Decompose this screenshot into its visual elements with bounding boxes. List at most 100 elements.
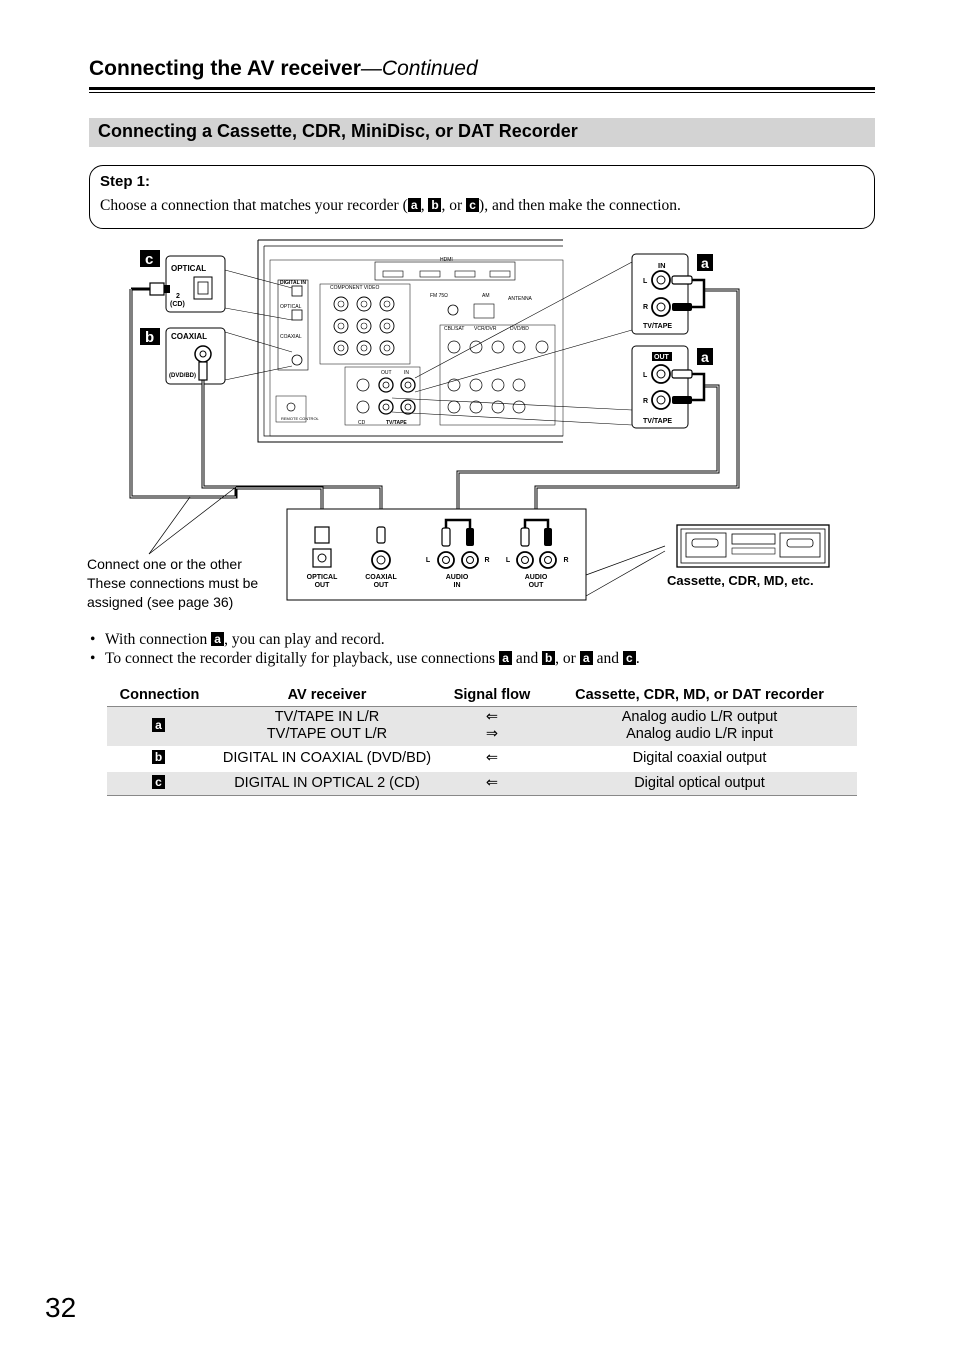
rx-component-label: COMPONENT VIDEO: [330, 285, 379, 291]
section-heading-bar: Connecting a Cassette, CDR, MiniDisc, or…: [89, 118, 875, 147]
table-row: b DIGITAL IN COAXIAL (DVD/BD) ⇐ Digital …: [107, 746, 857, 772]
header-continued-text: —Continued: [360, 57, 478, 80]
col-header-recorder: Cassette, CDR, MD, or DAT recorder: [542, 684, 857, 707]
receiver-back-panel: [257, 239, 564, 443]
row-a-receiver-1: TV/TAPE IN L/R: [274, 709, 380, 726]
row-b-receiver: DIGITAL IN COAXIAL (DVD/BD): [222, 750, 432, 766]
bullet-item-1: •With connection a, you can play and rec…: [90, 631, 385, 648]
row-c-flow: ⇐: [442, 771, 542, 796]
recorder-port-labels: OPTICAL OUT COAXIAL OUT AUDIO IN AUDIO O…: [307, 557, 569, 589]
key-a: a: [407, 198, 421, 212]
bullet2-pre: To connect the recorder digitally for pl…: [105, 650, 500, 667]
header-title-text: Connecting the AV receiver: [89, 57, 361, 80]
rx-vcrdvr-label: VCR/DVR: [474, 326, 497, 332]
rx-remote-label: REMOTE CONTROL: [281, 416, 320, 421]
tvtape-out-r: R: [643, 398, 648, 405]
recorder-audio-out-l: [516, 551, 534, 569]
optical-plug-icon: [149, 282, 165, 296]
coaxial-detail-sub: (DVD/BD): [169, 373, 196, 379]
callout-c-box: [140, 250, 160, 267]
recorder-optical-plug: [314, 526, 330, 544]
rx-hdmi-label: HDMI: [440, 257, 453, 263]
callout-c-letter: c: [145, 251, 153, 268]
step-text-2: ), and then make the connection.: [479, 197, 681, 214]
step-text-1: Choose a connection that matches your re…: [100, 197, 408, 214]
bullet2-end: .: [635, 650, 640, 667]
recorder-coaxial-label-2: OUT: [374, 582, 390, 589]
header-rule-thick: [89, 87, 875, 90]
tvtape-out-panel: [631, 345, 689, 429]
recorder-coaxial-label-1: COAXIAL: [365, 574, 397, 581]
key-c: c: [466, 198, 480, 212]
section-heading: Connecting a Cassette, CDR, MiniDisc, or…: [98, 121, 578, 141]
step-instruction: Choose a connection that matches your re…: [100, 197, 681, 215]
recorder-audio-in-label-2: IN: [454, 582, 461, 589]
bullet1-post: , you can play and record.: [224, 631, 385, 648]
rx-tvtape-label: TV/TAPE: [386, 420, 407, 426]
note-line-2: These connections must be: [87, 575, 259, 591]
rx-coaxial-label: COAXIAL: [280, 334, 302, 340]
connection-diagram: DIGITAL IN OPTICAL COAXIAL HDMI COMPONEN…: [129, 239, 830, 601]
col-header-connection: Connection: [107, 684, 212, 707]
callout-a-in-box: [697, 254, 713, 271]
optical-jack-icon: [193, 276, 213, 300]
key-b: b: [542, 651, 556, 665]
row-c-key-cell: c: [107, 771, 212, 796]
callout-a-out-letter: a: [701, 349, 709, 365]
row-a-flow: ⇐⇒: [442, 706, 542, 746]
tvtape-in-label: TV/TAPE: [643, 323, 672, 330]
rx-fm-label: FM 75Ω: [430, 293, 448, 299]
tvtape-out-l-jack: [651, 364, 671, 384]
recorder-optical-jack: [312, 548, 332, 568]
rx-cd-label: CD: [358, 420, 366, 426]
key-b: b: [152, 750, 165, 764]
rx-dvdbd-label: DVD/BD: [510, 326, 529, 332]
tvtape-out-title: OUT: [654, 354, 670, 361]
col-header-signal-flow: Signal flow: [442, 684, 542, 707]
table-header-row: Connection AV receiver Signal flow Casse…: [107, 684, 857, 707]
table-row: c DIGITAL IN OPTICAL 2 (CD) ⇐ Digital op…: [107, 771, 857, 796]
rx-cblsat-label: CBL/SAT: [444, 326, 464, 332]
cassette-deck-icon: [676, 524, 830, 568]
recorder-audio-in-l-label: L: [426, 557, 431, 564]
key-c: c: [152, 774, 165, 789]
detail-leader-lines: [224, 269, 293, 381]
key-a: a: [152, 717, 165, 732]
row-a-recorder-2: Analog audio L/R input: [626, 726, 773, 743]
callout-a-in-letter: a: [701, 255, 709, 271]
page-header-title: Connecting the AV receiver—Continued: [89, 57, 478, 81]
header-rule-thin: [89, 92, 875, 93]
rx-out-label: OUT: [381, 370, 392, 376]
row-b-flow: ⇐: [485, 750, 499, 766]
recorder-label: Cassette, CDR, MD, etc.: [667, 573, 814, 588]
tvtape-out-label: TV/TAPE: [643, 418, 672, 425]
col-header-av-receiver: AV receiver: [212, 684, 442, 707]
step-sep-1: ,: [420, 197, 429, 214]
key-a: a: [579, 651, 593, 665]
key-a: a: [499, 651, 513, 665]
rx-in-label: IN: [404, 370, 409, 376]
recorder-audio-in-r-label: R: [484, 557, 489, 564]
receiver-labels: DIGITAL IN OPTICAL COAXIAL HDMI COMPONEN…: [280, 257, 533, 426]
row-a-flow-1: ⇐: [485, 709, 499, 726]
connect-note: Connect one or the other These connectio…: [87, 555, 258, 612]
connection-table: Connection AV receiver Signal flow Casse…: [107, 684, 857, 796]
recorder-audio-out-label-2: OUT: [529, 582, 545, 589]
recorder-coax-plug: [376, 526, 386, 544]
rx-antenna-label: ANTENNA: [508, 296, 533, 302]
bullet-list: •With connection a, you can play and rec…: [90, 630, 640, 668]
recorder-back-panel: [286, 508, 587, 601]
row-a-receiver-2: TV/TAPE OUT L/R: [266, 726, 388, 743]
recorder-audio-out-r: [539, 551, 557, 569]
bullet2-or: , or: [555, 650, 580, 667]
coaxial-jack-icon: [194, 345, 212, 363]
recorder-optical-label-1: OPTICAL: [307, 574, 338, 581]
optical-detail-sub: (CD): [170, 301, 185, 308]
optical-detail-title: OPTICAL: [171, 264, 206, 273]
recorder-optical-label-2: OUT: [315, 582, 331, 589]
callout-b-letter: b: [145, 329, 154, 346]
tvtape-in-l: L: [643, 278, 648, 285]
